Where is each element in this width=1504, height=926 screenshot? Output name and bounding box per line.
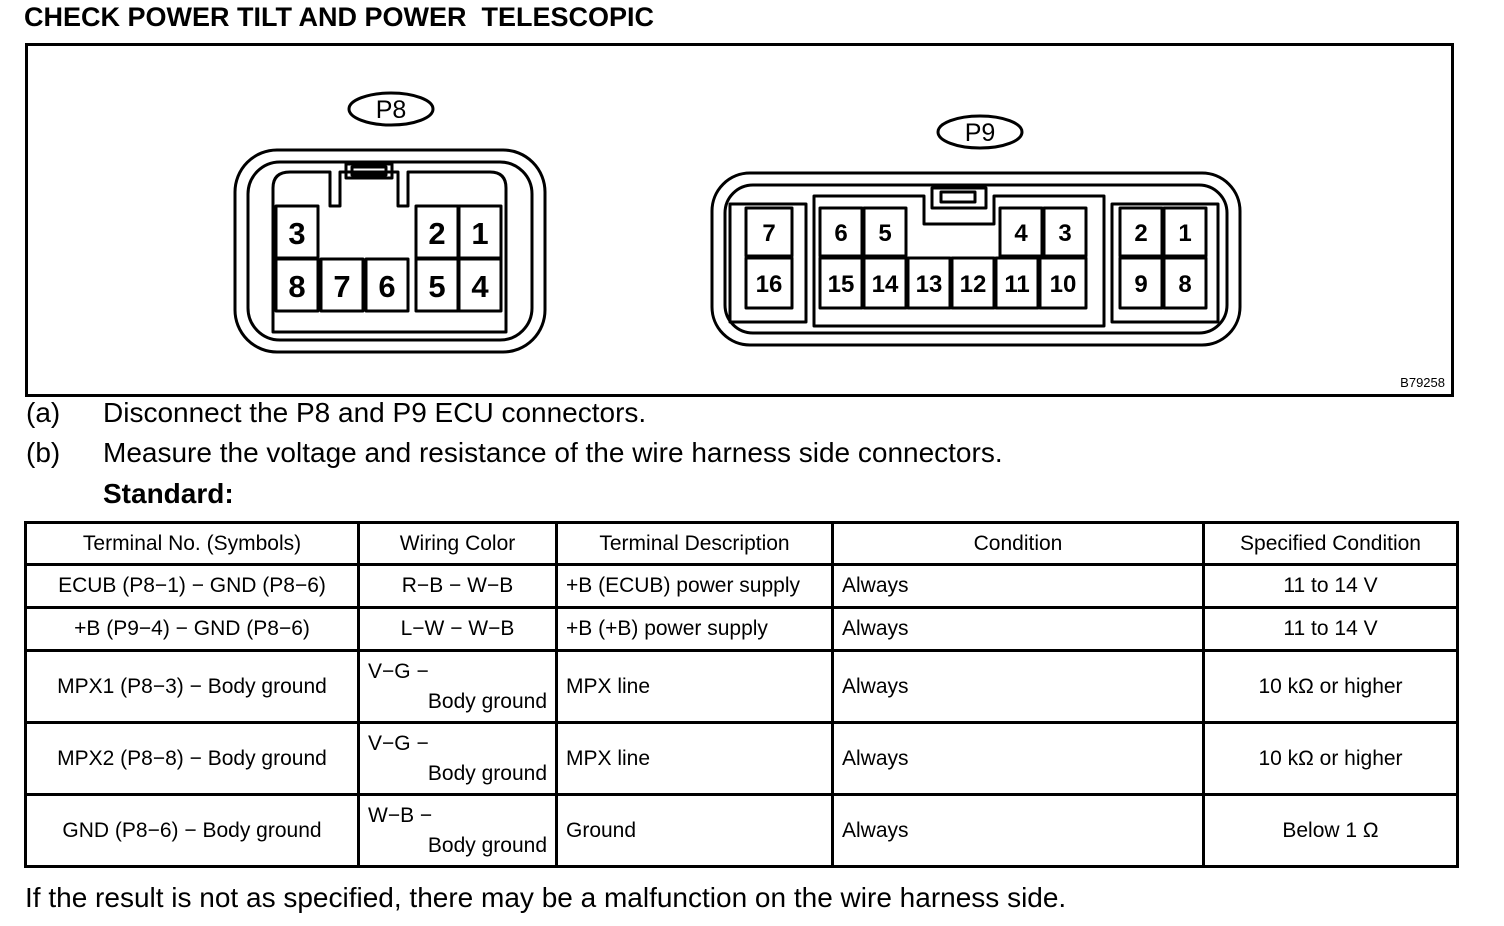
p8-pin-2: 2: [428, 216, 445, 251]
terminal-cell: GND (P8−6) − Body ground: [24, 793, 360, 868]
specified-cell: Below 1 Ω: [1202, 793, 1459, 868]
p8-label: P8: [376, 96, 407, 124]
table-row: MPX1 (P8−3) − Body ground V−G − Body gro…: [24, 649, 1459, 724]
p9-label: P9: [965, 119, 996, 147]
wiring-line: W−B −: [368, 803, 433, 827]
wiring-cell: L−W − W−B: [357, 606, 558, 652]
specified-cell: 10 kΩ or higher: [1202, 649, 1459, 724]
footer-note: If the result is not as specified, there…: [25, 882, 1067, 913]
description-cell: MPX line: [555, 649, 834, 724]
specified-cell: 10 kΩ or higher: [1202, 721, 1459, 796]
spec-table: Terminal No. (Symbols) Wiring Color Term…: [24, 521, 1459, 868]
p8-pin-7: 7: [333, 269, 350, 304]
condition-cell: Always: [831, 793, 1205, 868]
standard-label: Standard:: [103, 478, 234, 509]
figure-code: B79258: [1400, 375, 1445, 390]
condition-cell: Always: [831, 606, 1205, 652]
p9-pin-16: 16: [756, 271, 783, 298]
description-cell: MPX line: [555, 721, 834, 796]
step-letter: (b): [26, 437, 61, 468]
p9-pin-14: 14: [872, 271, 899, 298]
header-condition: Condition: [831, 521, 1205, 566]
condition-cell: Always: [831, 721, 1205, 796]
header-wiring: Wiring Color: [357, 521, 558, 566]
wiring-line: V−G −: [368, 659, 429, 683]
step-letter: (a): [26, 397, 61, 428]
wiring-cell: V−G − Body ground: [357, 721, 558, 796]
step-text: Disconnect the P8 and P9 ECU connectors.: [103, 397, 647, 428]
wiring-line: V−G −: [368, 731, 429, 755]
description-cell: +B (+B) power supply: [555, 606, 834, 652]
p8-pin-6: 6: [378, 269, 395, 304]
wiring-cell: R−B − W−B: [357, 563, 558, 609]
p9-pin-12: 12: [960, 271, 987, 298]
p8-pin-5: 5: [428, 269, 445, 304]
step-b: (b) Measure the voltage and resistance of…: [26, 437, 1003, 469]
header-specified: Specified Condition: [1202, 521, 1459, 566]
p8-housing-inner: [246, 160, 534, 342]
header-terminal: Terminal No. (Symbols): [24, 521, 360, 566]
specified-cell: 11 to 14 V: [1202, 563, 1459, 609]
connector-diagram: P8 P9 3 2 1 8 7 6 5 4 7 6 5 4 3 2 1 16 1…: [233, 91, 1242, 354]
p8-housing-outer: [233, 148, 547, 354]
terminal-cell: MPX2 (P8−8) − Body ground: [24, 721, 360, 796]
p9-pin-2: 2: [1134, 220, 1147, 247]
p9-pin-3: 3: [1058, 220, 1071, 247]
step-text: Measure the voltage and resistance of th…: [103, 437, 1003, 468]
p9-pin-11: 11: [1004, 271, 1029, 298]
p9-pin-5: 5: [878, 220, 891, 247]
p8-pin-1: 1: [471, 216, 488, 251]
p9-pin-4: 4: [1014, 220, 1028, 247]
p9-housing-outer: [710, 171, 1242, 347]
p8-label-oval: [347, 91, 435, 127]
table-row: +B (P9−4) − GND (P8−6) L−W − W−B +B (+B)…: [24, 606, 1459, 652]
p8-latch: [344, 162, 394, 180]
terminal-cell: MPX1 (P8−3) − Body ground: [24, 649, 360, 724]
header-description: Terminal Description: [555, 521, 834, 566]
p8-cavity: [271, 170, 508, 334]
p8-pin-4: 4: [471, 269, 489, 304]
table-row: GND (P8−6) − Body ground W−B − Body grou…: [24, 793, 1459, 868]
p9-pin-1: 1: [1178, 220, 1191, 247]
step-a: (a) Disconnect the P8 and P9 ECU connecto…: [26, 397, 646, 429]
p8-pin-3: 3: [288, 216, 305, 251]
wiring-cell: W−B − Body ground: [357, 793, 558, 868]
p9-pin-7: 7: [762, 220, 775, 247]
p9-cavity-left: [728, 202, 808, 324]
wiring-line: Body ground: [427, 689, 547, 713]
wiring-line: Body ground: [427, 833, 547, 857]
p9-pin-9: 9: [1134, 271, 1147, 298]
condition-cell: Always: [831, 563, 1205, 609]
wiring-cell: V−G − Body ground: [357, 649, 558, 724]
p9-pin-10: 10: [1050, 271, 1077, 298]
description-cell: Ground: [555, 793, 834, 868]
p9-pin-8: 8: [1178, 271, 1191, 298]
page-title: CHECK POWER TILT AND POWER TELESCOPIC: [24, 2, 655, 32]
specified-cell: 11 to 14 V: [1202, 606, 1459, 652]
p8-pin-8: 8: [288, 269, 305, 304]
table-header-row: Terminal No. (Symbols) Wiring Color Term…: [24, 521, 1459, 566]
terminal-cell: +B (P9−4) − GND (P8−6): [24, 606, 360, 652]
p9-cavity-right: [1110, 202, 1220, 324]
p9-label-oval: [936, 114, 1024, 150]
table-row: ECUB (P8−1) − GND (P8−6) R−B − W−B +B (E…: [24, 563, 1459, 609]
p9-pin-13: 13: [916, 271, 943, 298]
table-row: MPX2 (P8−8) − Body ground V−G − Body gro…: [24, 721, 1459, 796]
connector-figure: P8 P9 3 2 1 8 7 6 5 4 7 6 5 4 3 2 1 16 1…: [25, 43, 1454, 397]
p9-pin-6: 6: [834, 220, 847, 247]
condition-cell: Always: [831, 649, 1205, 724]
terminal-cell: ECUB (P8−1) − GND (P8−6): [24, 563, 360, 609]
description-cell: +B (ECUB) power supply: [555, 563, 834, 609]
p9-pin-15: 15: [828, 271, 855, 298]
wiring-line: Body ground: [427, 761, 547, 785]
p9-housing-inner: [723, 183, 1229, 335]
p9-cavity-middle: [812, 194, 1106, 328]
